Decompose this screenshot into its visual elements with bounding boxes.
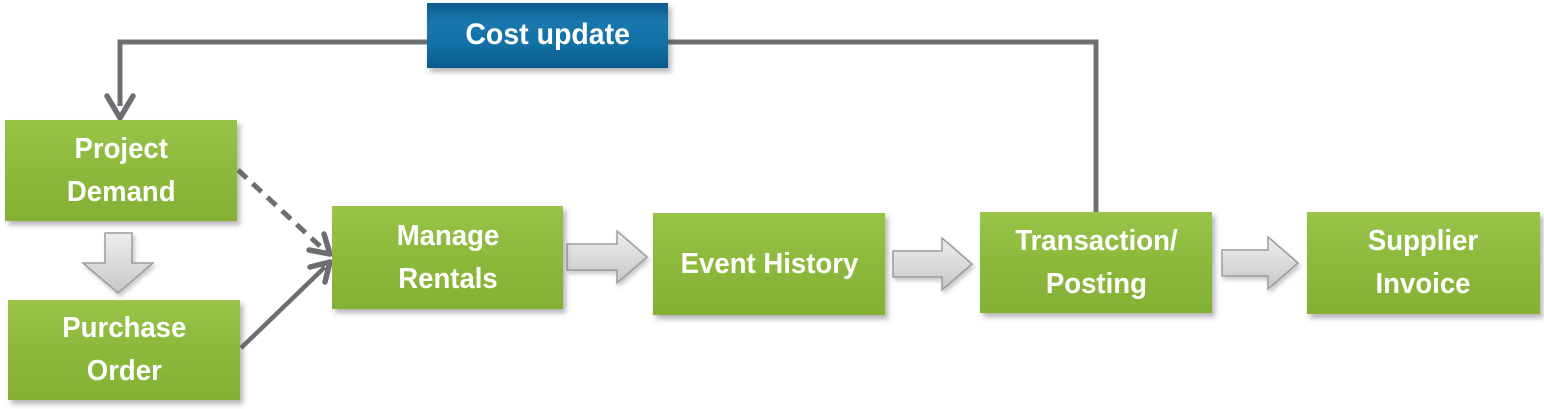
history-to-transaction-block-arrow — [892, 236, 974, 292]
node-transaction-posting-label: Transaction/ Posting — [1014, 224, 1178, 300]
node-purchase-order-label: Purchase Order — [61, 312, 187, 387]
arrowhead-down-icon — [104, 93, 136, 121]
node-purchase-order: Purchase Order — [8, 300, 240, 400]
arrowhead-icon — [306, 231, 333, 257]
purchase-to-rentals-arrow — [239, 259, 333, 350]
node-event-history: Event History — [653, 213, 885, 315]
node-event-history-label: Event History — [680, 247, 858, 280]
node-transaction-posting: Transaction/ Posting — [980, 212, 1212, 313]
node-cost-update-label: Cost update — [465, 18, 630, 52]
rentals-to-history-block-arrow — [566, 229, 649, 285]
demand-to-purchase-block-arrow — [80, 232, 156, 294]
demand-to-rentals-dashed-arrow — [236, 168, 333, 257]
arrowhead-icon — [307, 259, 333, 285]
node-cost-update: Cost update — [427, 3, 668, 68]
node-project-demand: Project Demand — [5, 120, 237, 221]
node-manage-rentals: Manage Rentals — [332, 206, 563, 309]
node-supplier-invoice-label: Supplier Invoice — [1368, 225, 1479, 300]
node-manage-rentals-label: Manage Rentals — [396, 219, 499, 295]
transaction-to-invoice-block-arrow — [1221, 235, 1300, 291]
node-supplier-invoice: Supplier Invoice — [1307, 212, 1540, 314]
node-project-demand-label: Project Demand — [66, 132, 176, 208]
